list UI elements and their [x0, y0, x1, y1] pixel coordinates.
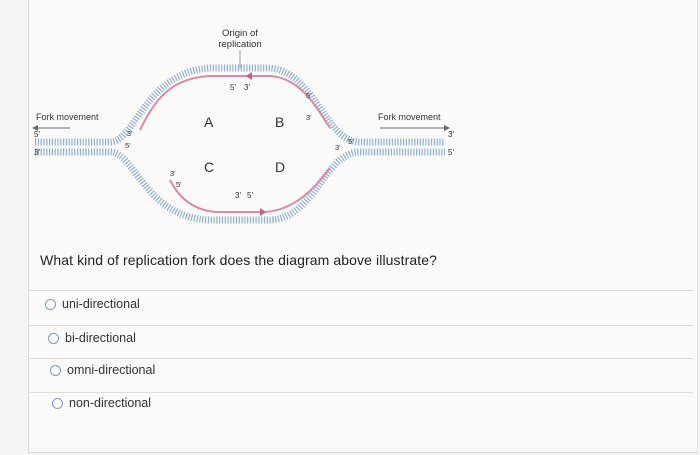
label-c: C [204, 159, 214, 175]
end-bubble-left-lower-5: 5' [176, 180, 182, 189]
radio-button[interactable] [52, 397, 63, 409]
option-label: non-directional [69, 396, 151, 410]
fork-movement-left-label: Fork movement [36, 112, 99, 122]
option-omni-directional[interactable]: omni-directional [50, 363, 155, 377]
origin-arrow-bottom [260, 208, 266, 216]
end-bubble-left-upper-5: 5' [125, 141, 131, 150]
question-card [28, 0, 698, 453]
option-uni-directional[interactable]: uni-directional [45, 297, 140, 311]
label-b: B [275, 114, 284, 130]
option-bi-directional[interactable]: bi-directional [48, 331, 136, 345]
replication-bubble-diagram: Origin of replication Fork movement Fork… [30, 20, 470, 230]
divider-3 [28, 358, 693, 359]
origin-label-line1: Origin of [222, 28, 258, 39]
end-bottom-center-5: 5' [247, 191, 253, 200]
origin-label-line2: replication [218, 39, 261, 50]
end-bubble-right-upper-3: 3' [306, 113, 312, 122]
parental-strand-bottom [35, 148, 445, 224]
divider-4 [28, 392, 693, 393]
end-bubble-left-lower-3: 3' [170, 169, 176, 178]
divider-1 [28, 290, 693, 291]
end-bottom-center-3: 3' [235, 191, 241, 200]
option-non-directional[interactable]: non-directional [52, 396, 151, 410]
end-right-bottom: 5' [448, 148, 454, 157]
parental-strand-top [35, 64, 445, 146]
end-left-bottom: 3' [34, 148, 40, 157]
new-strand-top [139, 75, 331, 131]
option-label: bi-directional [65, 331, 136, 345]
radio-button[interactable] [48, 332, 59, 344]
question-text: What kind of replication fork does the d… [40, 252, 438, 268]
origin-arrow-top [246, 72, 252, 80]
end-bubble-right-lower-3: 3' [335, 143, 341, 152]
label-d: D [275, 159, 285, 175]
diagram-svg: Origin of replication Fork movement Fork… [32, 28, 454, 224]
option-label: uni-directional [62, 297, 140, 311]
divider-2 [28, 325, 693, 326]
end-bubble-right-upper-5: 5' [306, 91, 312, 100]
label-a: A [204, 114, 214, 130]
end-top-center-5: 5' [230, 83, 236, 92]
fork-movement-right-label: Fork movement [378, 112, 441, 122]
end-top-center-3: 3' [244, 83, 250, 92]
end-right-top: 3' [448, 130, 454, 139]
radio-button[interactable] [50, 364, 61, 376]
fork-arrowhead-left [32, 125, 38, 131]
option-label: omni-directional [67, 363, 156, 377]
radio-button[interactable] [45, 298, 56, 310]
end-bubble-left-upper-3: 3' [127, 129, 133, 138]
end-left-top: 5' [34, 130, 40, 139]
fork-arrowhead-right [444, 125, 450, 131]
end-bubble-right-lower-5: 5' [348, 137, 354, 146]
